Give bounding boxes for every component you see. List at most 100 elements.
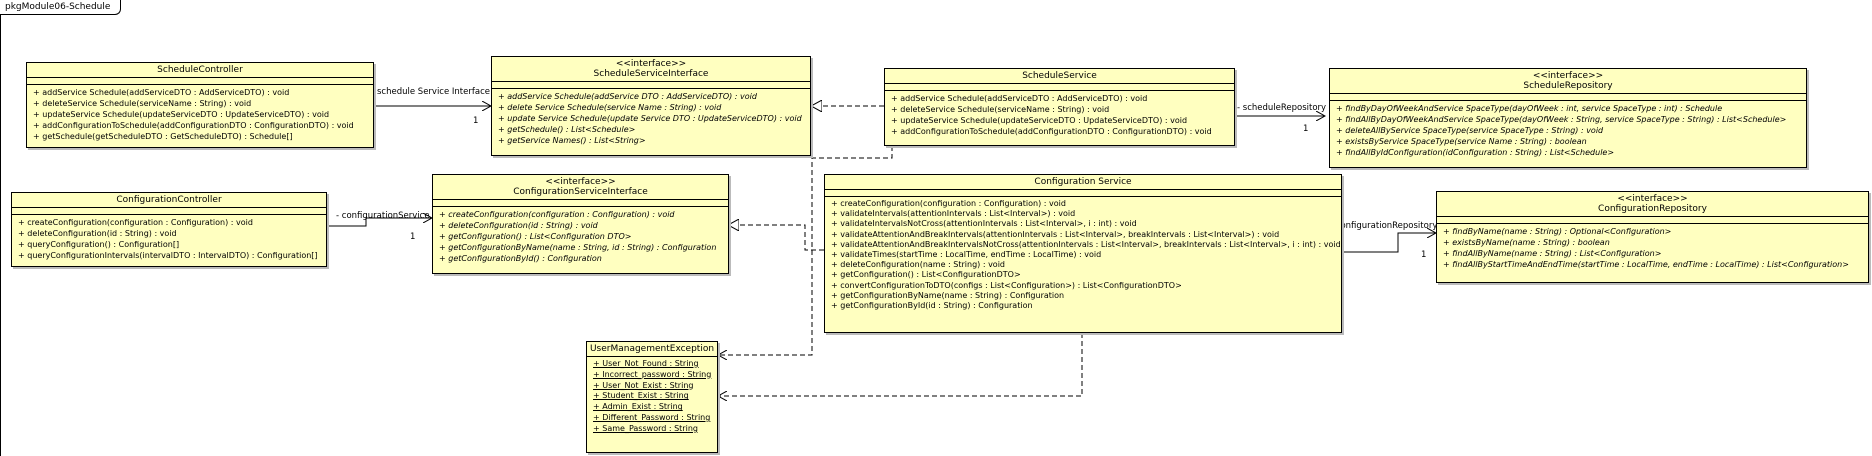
multiplicity-configuration-repository: 1 [1421, 250, 1427, 260]
attribute: + Incorrect_password : String [593, 369, 712, 379]
operation: + validateTimes(startTime : LocalTime, e… [831, 250, 1102, 260]
operation: + existsByService SpaceType(service Name… [1336, 137, 1587, 146]
multiplicity-schedule-service-interface: 1 [473, 116, 479, 126]
operation: + addService Schedule(addServiceDTO : Ad… [33, 88, 290, 97]
multiplicity-schedule-repository: 1 [1303, 124, 1309, 134]
interface-schedule-service[interactable]: <<interface>> ScheduleServiceInterface +… [491, 56, 811, 156]
attribute: + Admin_Exist : String [593, 402, 683, 412]
class-name: ScheduleRepository [1523, 81, 1613, 91]
interface-configuration-service[interactable]: <<interface>> ConfigurationServiceInterf… [432, 174, 729, 274]
operation: + deleteConfiguration(id : String) : voi… [439, 221, 598, 230]
attributes-compartment [1437, 217, 1868, 224]
class-configuration-service[interactable]: Configuration Service + createConfigurat… [824, 174, 1342, 333]
attributes-compartment [433, 200, 728, 207]
class-configuration-controller[interactable]: ConfigurationController + createConfigur… [11, 192, 327, 267]
class-name: ScheduleServiceInterface [593, 69, 709, 79]
operation: + getConfigurationById(id : String) : Co… [831, 301, 1033, 311]
operation: + createConfiguration(configuration : Co… [439, 210, 675, 219]
operation: + queryConfiguration() : Configuration[] [18, 240, 180, 249]
operation: + createConfiguration(configuration : Co… [831, 199, 1066, 208]
operation: + findAllByStartTimeAndEndTime(startTime… [1443, 260, 1849, 269]
operation: + validateIntervalsNotCross(attentionInt… [831, 219, 1137, 229]
class-schedule-controller[interactable]: ScheduleController + addService Schedule… [26, 62, 374, 148]
operations-compartment: + createConfiguration(configuration : Co… [12, 215, 326, 263]
operation: + getConfiguration() : List<Configuratio… [439, 232, 632, 241]
operations-compartment: + addService Schedule(addServiceDTO : Ad… [885, 91, 1234, 139]
dependency-schedule-service-to-exception [718, 146, 893, 355]
attribute: + Student_Exist : String [593, 391, 689, 401]
operations-compartment: + findByDayOfWeekAndService SpaceType(da… [1330, 101, 1806, 160]
operations-compartment: + addService Schedule(addServiceDTO : Ad… [27, 85, 373, 144]
interface-schedule-repository[interactable]: <<interface>> ScheduleRepository + findB… [1329, 68, 1807, 168]
operation: + existsByName(name : String) : boolean [1443, 238, 1610, 247]
package-frame-border [0, 0, 1, 456]
package-frame-title: pkgModule06-Schedule [0, 0, 122, 15]
interface-configuration-repository[interactable]: <<interface>> ConfigurationRepository + … [1436, 191, 1869, 283]
operation: + getConfiguration() : List<Configuratio… [831, 270, 1021, 280]
stereotype-label: <<interface>> [545, 177, 616, 187]
role-schedule-service-interface: schedule Service Interface [377, 87, 490, 97]
operation: + validateIntervals(attentionIntervals :… [831, 209, 1076, 219]
attributes-compartment [12, 208, 326, 215]
attribute: + Same_Password : String [593, 423, 698, 433]
realization-configuration-service [728, 225, 824, 251]
operation: + getSchedule() : List<Schedule> [498, 125, 636, 134]
attribute: + User_Not_Found : String [593, 359, 699, 368]
operations-compartment: + addService Schedule(addService DTO : A… [492, 89, 810, 148]
operation: + deleteConfiguration(name : String) : v… [831, 260, 1005, 270]
class-user-management-exception[interactable]: UserManagementException + User_Not_Found… [586, 341, 718, 453]
class-schedule-service[interactable]: ScheduleService + addService Schedule(ad… [884, 68, 1235, 146]
class-name: ScheduleService [885, 69, 1234, 84]
operations-compartment: + createConfiguration(configuration : Co… [433, 207, 728, 266]
attributes-compartment: + User_Not_Found : String + Incorrect_pa… [587, 357, 717, 437]
interface-header: <<interface>> ScheduleRepository [1330, 69, 1806, 94]
operation: + delete Service Schedule(service Name :… [498, 103, 722, 112]
attributes-compartment [885, 84, 1234, 91]
interface-header: <<interface>> ScheduleServiceInterface [492, 57, 810, 82]
operation: + validateAttentionAndBreakIntervalsNotC… [831, 239, 1341, 249]
operations-compartment: + findByName(name : String) : Optional<C… [1437, 224, 1868, 272]
operation: + addService Schedule(addServiceDTO : Ad… [891, 94, 1148, 103]
operation: + findAllByName(name : String) : List<Co… [1443, 249, 1662, 258]
attributes-compartment [1330, 94, 1806, 101]
class-name: ScheduleController [27, 63, 373, 78]
stereotype-label: <<interface>> [1532, 71, 1604, 81]
interface-header: <<interface>> ConfigurationServiceInterf… [433, 175, 728, 200]
operation: + findAllByIdConfiguration(idConfigurati… [1336, 148, 1615, 157]
operation: + findByDayOfWeekAndService SpaceType(da… [1336, 104, 1723, 113]
operation: + updateService Schedule(updateServiceDT… [891, 116, 1188, 125]
operation: + update Service Schedule(update Service… [498, 114, 802, 123]
class-name: ConfigurationController [12, 193, 326, 208]
operation: + addService Schedule(addService DTO : A… [498, 92, 757, 101]
operation: + addConfigurationToSchedule(addConfigur… [891, 127, 1212, 136]
operation: + queryConfigurationIntervals(intervalDT… [18, 251, 318, 260]
assoc-configuration-controller-to-interface [326, 218, 432, 227]
class-name: UserManagementException [587, 342, 717, 357]
operation: + createConfiguration(configuration : Co… [18, 218, 253, 227]
operation: + findByName(name : String) : Optional<C… [1443, 227, 1672, 236]
class-name: Configuration Service [825, 175, 1341, 190]
attributes-compartment [825, 190, 1341, 197]
operation: + deleteService Schedule(serviceName : S… [33, 99, 252, 108]
class-name: ConfigurationServiceInterface [513, 187, 648, 197]
interface-header: <<interface>> ConfigurationRepository [1437, 192, 1868, 217]
role-configuration-repository: - configurationRepository [1330, 221, 1438, 231]
operation: + updateService Schedule(updateServiceDT… [33, 110, 330, 119]
stereotype-label: <<interface>> [615, 59, 687, 69]
attribute: + User_Not_Exist : String [593, 380, 694, 390]
role-schedule-repository: - scheduleRepository [1237, 103, 1327, 113]
attributes-compartment [492, 82, 810, 89]
operation: + getService Names() : List<String> [498, 136, 646, 145]
dependency-configuration-service-to-exception [718, 333, 1083, 396]
assoc-configuration-service-to-repository [1342, 233, 1436, 253]
stereotype-label: <<interface>> [1617, 194, 1688, 204]
operation: + deleteService Schedule(serviceName : S… [891, 105, 1110, 114]
attribute: + Different_Password : String [593, 412, 711, 422]
operation: + addConfigurationToSchedule(addConfigur… [33, 121, 354, 130]
multiplicity-configuration-service: 1 [410, 232, 416, 242]
operation: + findAllByDayOfWeekAndService SpaceType… [1336, 115, 1787, 124]
class-name: ConfigurationRepository [1598, 204, 1707, 214]
attributes-compartment [27, 78, 373, 85]
operation: + deleteConfiguration(id : String) : voi… [18, 229, 177, 238]
